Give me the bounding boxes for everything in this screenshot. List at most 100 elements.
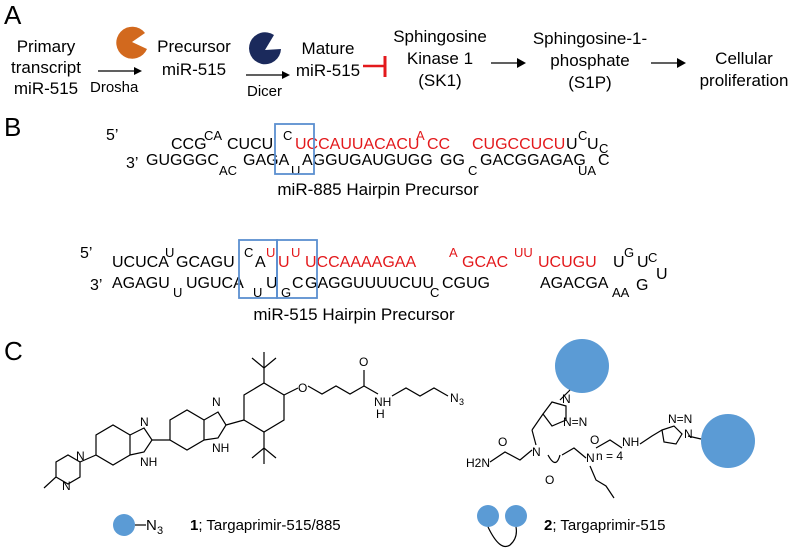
svg-text:NH: NH (140, 455, 157, 469)
svg-text:O: O (359, 355, 368, 369)
s1p-label: Sphingosine-1- phosphate (S1P) (533, 29, 647, 92)
svg-text:A: A (416, 128, 425, 143)
svg-text:AA: AA (612, 285, 630, 300)
svg-text:proliferation: proliferation (700, 71, 789, 90)
svg-text:N: N (212, 395, 221, 409)
svg-text:N: N (140, 415, 149, 429)
svg-text:UCUCA: UCUCA (112, 254, 169, 271)
sphere-icon-top (555, 339, 609, 393)
svg-text:U: U (266, 275, 278, 292)
svg-text:GCAC: GCAC (462, 254, 508, 271)
svg-text:U: U (566, 136, 578, 153)
svg-text:N: N (586, 451, 595, 465)
svg-text:U: U (165, 245, 174, 260)
svg-text:U: U (656, 266, 668, 283)
svg-text:A: A (255, 254, 266, 271)
svg-text:(SK1): (SK1) (418, 71, 461, 90)
svg-text:O: O (590, 433, 599, 447)
svg-text:CGUG: CGUG (442, 275, 490, 292)
dicer-arrowhead (282, 71, 290, 79)
svg-text:G: G (624, 245, 634, 260)
svg-text:N: N (450, 391, 459, 405)
svg-text:Primary: Primary (17, 37, 76, 56)
drosha-enzyme-icon (116, 26, 147, 59)
mir885-hairpin: 5’ 3’ CCG CA CUCU C UCCAUUACACU A CC CUG… (106, 123, 610, 178)
five-prime-label: 5’ (106, 127, 118, 144)
svg-text:U: U (266, 245, 275, 260)
svg-text:C: C (292, 275, 304, 292)
sphere-icon-legend (113, 514, 135, 536)
svg-text:UCCAUUACACU: UCCAUUACACU (295, 136, 419, 153)
mature-label: Mature miR-515 (296, 39, 360, 80)
svg-text:H: H (376, 407, 385, 421)
svg-text:Cellular: Cellular (715, 49, 773, 68)
svg-text:GCAGU: GCAGU (176, 254, 235, 271)
svg-text:U: U (278, 254, 290, 271)
svg-text:miR-515: miR-515 (14, 79, 78, 98)
svg-text:O: O (298, 381, 307, 395)
compound-1-structure: N N N NH N NH O O NH H N 3 (43, 352, 464, 493)
svg-text:transcript: transcript (11, 58, 81, 77)
proliferation-label: Cellular proliferation (700, 49, 789, 90)
svg-text:Sphingosine-1-: Sphingosine-1- (533, 29, 647, 48)
svg-text:GG: GG (440, 152, 465, 169)
legend-azide-sub: 3 (157, 525, 163, 537)
svg-text:phosphate: phosphate (550, 51, 629, 70)
mir885-caption: miR-885 Hairpin Precursor (277, 180, 479, 199)
svg-text:A: A (449, 245, 458, 260)
svg-text:C: C (283, 128, 292, 143)
legend-azide: N (146, 517, 157, 534)
sk1-label: Sphingosine Kinase 1 (SK1) (393, 27, 487, 90)
svg-text:U: U (291, 245, 300, 260)
panel-label-c: C (4, 336, 23, 366)
five-prime-label-515: 5’ (80, 245, 92, 262)
svg-text:Mature: Mature (302, 39, 355, 58)
svg-text:C: C (430, 285, 439, 300)
svg-text:U: U (173, 285, 182, 300)
svg-text:CCG: CCG (171, 136, 207, 153)
svg-text:AC: AC (219, 163, 237, 178)
svg-text:C: C (244, 245, 253, 260)
svg-text:Sphingosine: Sphingosine (393, 27, 487, 46)
dicer-enzyme-icon (249, 32, 281, 65)
s1p-to-proliferation-arrowhead (677, 58, 686, 68)
svg-text:CUGCCUCU: CUGCCUCU (472, 136, 565, 153)
sphere-icon-right (701, 414, 755, 468)
panel-label-a: A (4, 0, 22, 30)
compound-1-label: 1; Targaprimir-515/885 (190, 517, 341, 534)
svg-text:CUCU: CUCU (227, 136, 273, 153)
svg-text:N=N: N=N (563, 415, 587, 429)
drosha-label: Drosha (90, 79, 139, 96)
svg-text:G: G (636, 277, 648, 294)
svg-text:NH: NH (374, 395, 391, 409)
svg-text:AGACGA: AGACGA (540, 275, 609, 292)
svg-text:NH: NH (622, 435, 639, 449)
compound-2-label: 2; Targaprimir-515 (544, 517, 665, 534)
svg-text:U: U (587, 136, 599, 153)
svg-text:U: U (253, 285, 262, 300)
svg-text:GAGA: GAGA (243, 152, 290, 169)
sk1-to-s1p-arrowhead (517, 58, 526, 68)
svg-text:CC: CC (427, 136, 450, 153)
svg-text:N: N (76, 449, 85, 463)
svg-text:O: O (545, 473, 554, 487)
svg-text:UA: UA (578, 163, 596, 178)
svg-text:C: C (578, 128, 587, 143)
drosha-arrowhead (134, 67, 142, 75)
svg-text:GACGGAGAG: GACGGAGAG (480, 152, 586, 169)
svg-text:(S1P): (S1P) (568, 73, 611, 92)
svg-text:C: C (468, 163, 477, 178)
panel-label-b: B (4, 112, 21, 142)
svg-text:U: U (291, 163, 300, 178)
svg-text:UGUCA: UGUCA (186, 275, 244, 292)
svg-text:Precursor: Precursor (157, 37, 231, 56)
compound-2-structure: N N=N H2N O N O N n = 4 O NH N=N N (466, 339, 755, 499)
svg-text:N: N (684, 427, 693, 441)
svg-text:GUGGGC: GUGGGC (146, 152, 219, 169)
svg-text:miR-515: miR-515 (296, 61, 360, 80)
dicer-label: Dicer (247, 83, 282, 100)
mir515-hairpin: 5’ 3’ UCUCA U GCAGU C A U U U UCCAAAAGAA… (80, 239, 668, 300)
svg-text:n = 4: n = 4 (596, 449, 623, 463)
svg-text:G: G (281, 285, 291, 300)
svg-text:N=N: N=N (668, 412, 692, 426)
